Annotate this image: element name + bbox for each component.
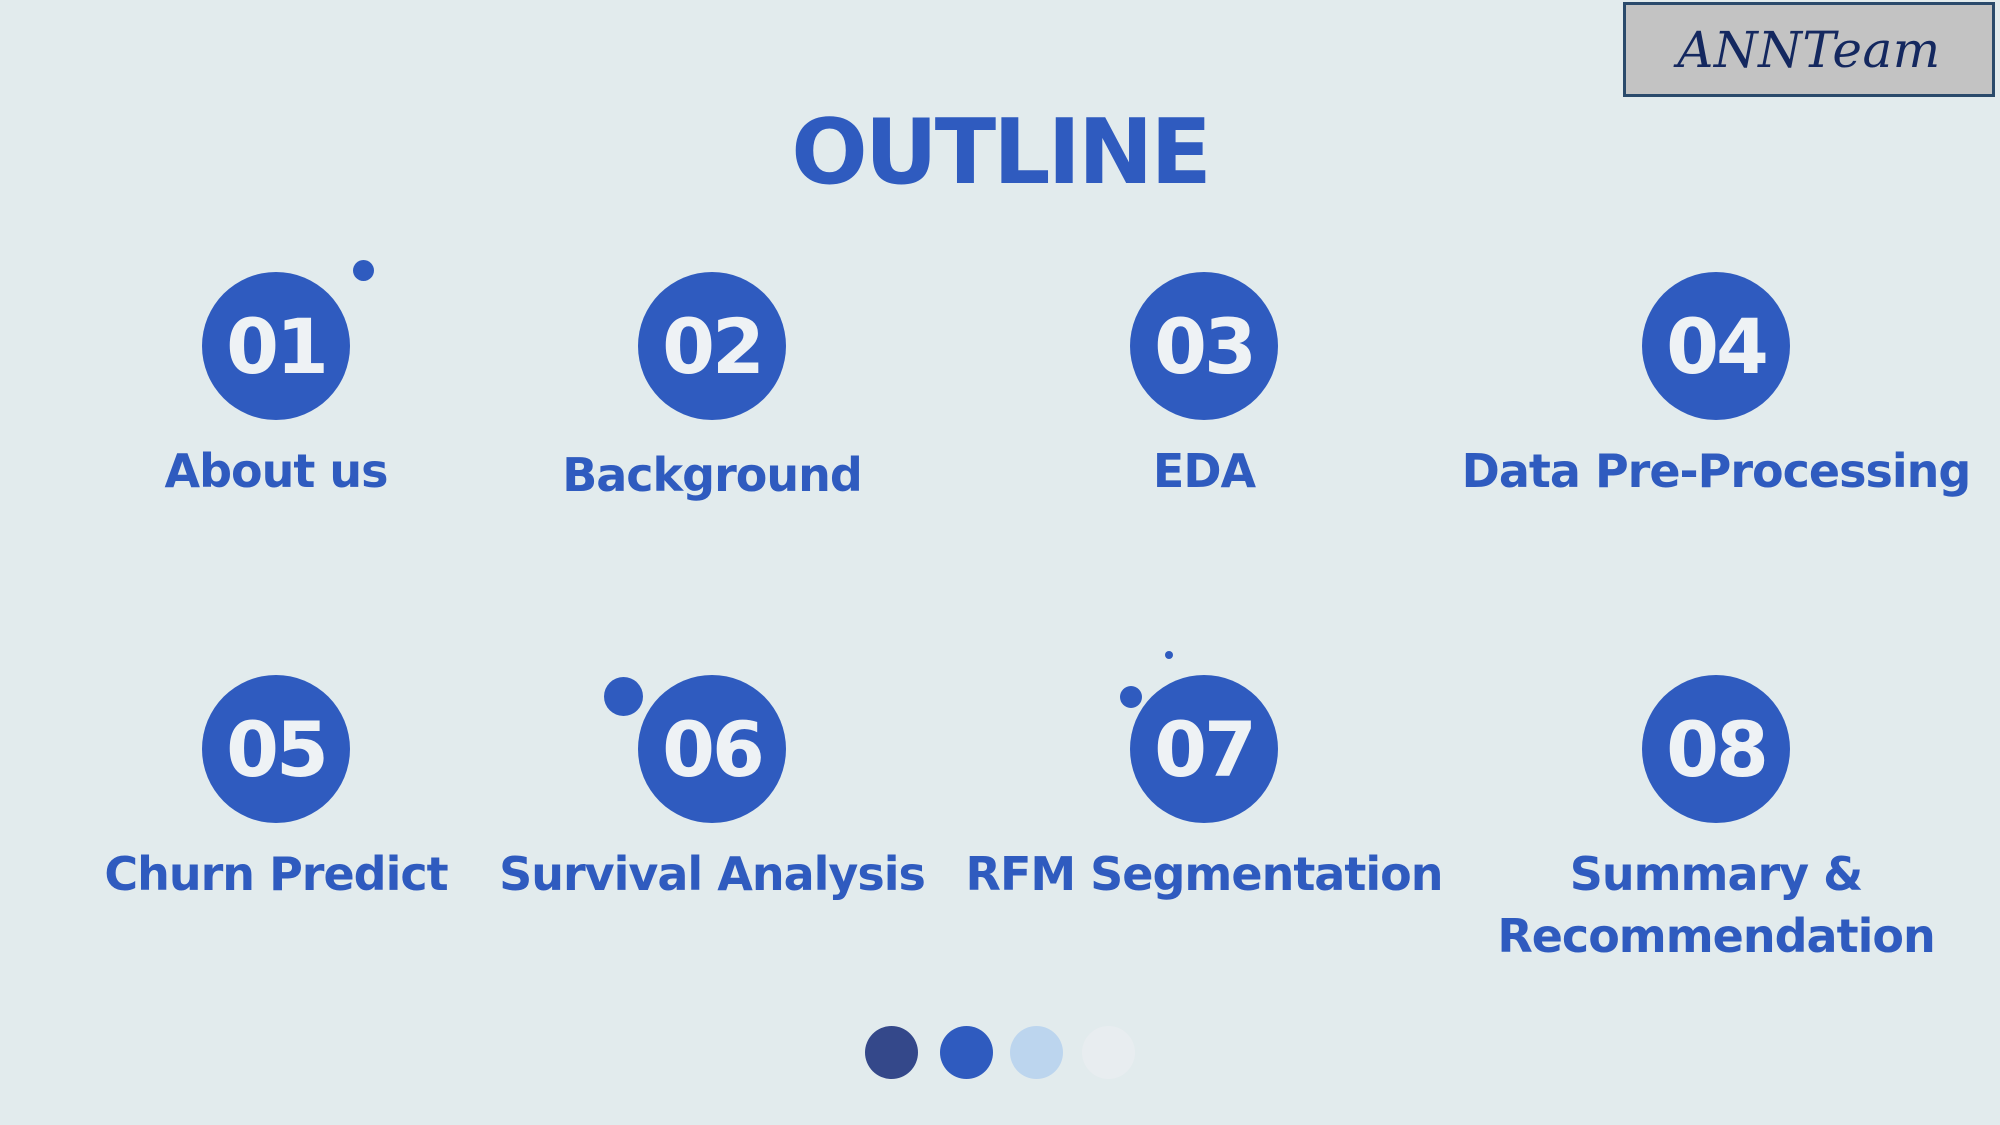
- decorative-dot: [1120, 686, 1142, 708]
- outline-item-eda: 03 EDA: [944, 272, 1464, 502]
- number-circle: 03: [1130, 272, 1278, 420]
- number-circle: 05: [202, 675, 350, 823]
- pagination-dot-1: [865, 1026, 918, 1079]
- pagination-dot-3: [1010, 1026, 1063, 1079]
- brand-badge: ANNTeam: [1623, 2, 1995, 97]
- number-circle: 06: [638, 675, 786, 823]
- number-circle: 08: [1642, 675, 1790, 823]
- number-circle: 07: [1130, 675, 1278, 823]
- item-label: Survival Analysis: [499, 847, 926, 901]
- item-number: 08: [1666, 704, 1769, 794]
- item-number: 07: [1154, 704, 1257, 794]
- item-number: 06: [662, 704, 765, 794]
- outline-item-survival-analysis: 06 Survival Analysis: [452, 675, 972, 905]
- outline-item-churn-predict: 05 Churn Predict: [16, 675, 536, 905]
- item-label: Churn Predict: [104, 847, 448, 901]
- item-label: Background: [562, 448, 863, 502]
- item-number: 02: [662, 301, 765, 391]
- pagination-dot-4: [1082, 1026, 1135, 1079]
- item-number: 01: [226, 301, 329, 391]
- item-number: 03: [1154, 301, 1257, 391]
- number-circle: 01: [202, 272, 350, 420]
- item-label: EDA: [1152, 444, 1256, 498]
- outline-item-data-pre-processing: 04 Data Pre-Processing: [1456, 272, 1976, 502]
- item-label: Data Pre-Processing: [1461, 444, 1972, 498]
- decorative-dot: [604, 677, 643, 716]
- outline-item-about-us: 01 About us: [16, 272, 536, 502]
- item-label: About us: [164, 444, 388, 498]
- outline-item-background: 02 Background: [452, 272, 972, 506]
- pagination-dot-2: [940, 1026, 993, 1079]
- item-label: Summary & Recommendation: [1497, 847, 1935, 963]
- item-number: 05: [226, 704, 329, 794]
- decorative-dot: [353, 260, 374, 281]
- item-number: 04: [1666, 301, 1769, 391]
- number-circle: 04: [1642, 272, 1790, 420]
- brand-name: ANNTeam: [1677, 20, 1941, 79]
- decorative-dot: [1165, 651, 1173, 659]
- outline-item-rfm-segmentation: 07 RFM Segmentation: [944, 675, 1464, 905]
- outline-item-summary-recommendation: 08 Summary & Recommendation: [1456, 675, 1976, 967]
- item-label: RFM Segmentation: [965, 847, 1444, 901]
- number-circle: 02: [638, 272, 786, 420]
- page-title: OUTLINE: [791, 100, 1212, 205]
